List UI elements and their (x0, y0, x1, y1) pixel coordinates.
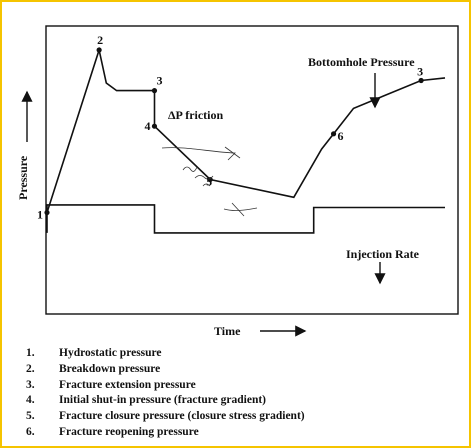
legend-item: 5. Fracture closure pressure (closure str… (26, 409, 305, 425)
point-marker-5 (207, 176, 213, 183)
x-axis-label: Time (214, 324, 241, 338)
key-points: 1 2 3 4 5 6 3 (37, 33, 424, 222)
point-label-3: 3 (156, 74, 162, 88)
injection-rate-label: Injection Rate (346, 247, 420, 261)
legend-item-number: 2. (26, 362, 35, 375)
point-label-3: 3 (417, 64, 423, 78)
point-marker-2 (96, 47, 102, 53)
legend-item: 6. Fracture reopening pressure (26, 425, 305, 441)
legend-item-text: Fracture reopening pressure (59, 425, 199, 438)
plot-area (45, 25, 459, 315)
point-label-4: 4 (144, 119, 150, 133)
legend-item-text: Fracture extension pressure (59, 378, 196, 391)
legend-item-text: Initial shut-in pressure (fracture gradi… (59, 394, 266, 407)
legend-item: 1. Hydrostatic pressure (26, 346, 305, 362)
legend-item-text: Fracture closure pressure (closure stres… (59, 410, 305, 423)
legend-item-text: Hydrostatic pressure (59, 347, 162, 359)
legend-item-number: 6. (26, 425, 35, 438)
point-marker-4 (151, 123, 158, 129)
point-label-1: 1 (37, 208, 43, 222)
legend-item-number: 4. (26, 394, 35, 407)
point-marker-1 (44, 209, 50, 216)
legend-item: 2. Breakdown pressure (26, 362, 305, 378)
point-label-5: 5 (206, 175, 212, 189)
point-label-6: 6 (338, 129, 344, 143)
legend-item-number: 1. (26, 347, 35, 359)
bottomhole-pressure-curve (46, 46, 446, 213)
y-axis-label: Pressure (16, 155, 30, 200)
legend-item-number: 5. (26, 410, 35, 423)
handwritten-notes (161, 146, 258, 217)
legend-item-text: Breakdown pressure (59, 362, 161, 375)
legend-item-number: 3. (26, 378, 35, 391)
delta-p-friction-label: ΔP friction (168, 108, 224, 122)
point-legend: 1. Hydrostatic pressure 2. Breakdown pressu… (26, 346, 305, 441)
injection-rate-curve (46, 204, 445, 234)
bottomhole-pressure-label: Bottomhole Pressure (308, 55, 415, 69)
point-marker-3 (151, 88, 158, 94)
point-marker-3 (418, 77, 424, 84)
legend-item: 3. Fracture extension pressure (26, 378, 305, 394)
point-label-2: 2 (97, 33, 103, 47)
point-marker-6 (330, 131, 337, 137)
legend-item: 4. Initial shut-in pressure (fracture gra… (26, 393, 305, 409)
